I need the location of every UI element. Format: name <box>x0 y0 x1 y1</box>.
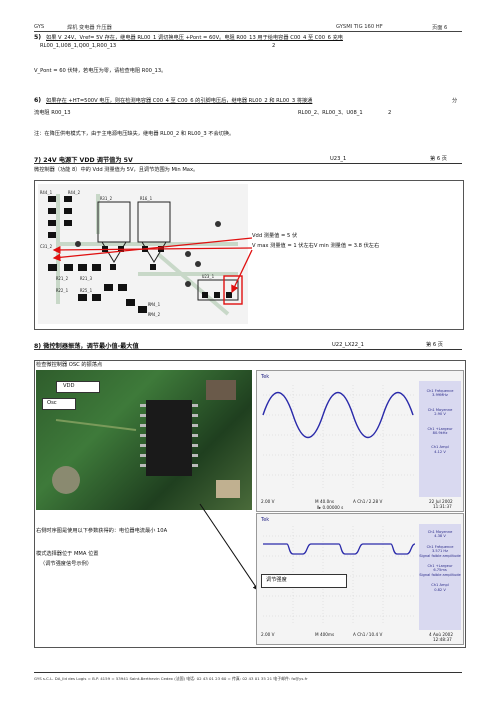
scope1-time: M 40.0ns <box>315 499 335 504</box>
pcb-label-rm4-1: RM4_1 <box>148 302 161 307</box>
header-left2: 焊机 变电器 升压器 <box>67 25 112 31</box>
scope2-m5: Ch1 +Largeur <box>427 564 453 569</box>
sec8-check: 检查微控制器 OSC 的振荡点 <box>36 362 103 368</box>
sec8-text3: （调节强度信号示例） <box>40 561 92 567</box>
scope2-m4: Signal faible amplitude <box>419 553 461 558</box>
vdd-label-box: VDD <box>56 381 100 393</box>
scope2-m9: 0.82 V <box>434 587 446 592</box>
sec6-line1: 如果存在 +HT=500V 电压，则在检测电容器 C00_4 至 C00_6 的… <box>46 98 313 104</box>
pcb-label-r16-1: R16_1 <box>140 196 153 201</box>
header-rule <box>34 31 462 32</box>
scope1-m5: 80.9kHz <box>432 431 448 436</box>
oscilloscope-2: Tek 调节强度 Ch1 Moyenne 4.38 V Ch1 Fréquenc… <box>256 513 464 645</box>
sec6-line2-left: 流电阻 R00_13 <box>34 110 71 116</box>
header-center: GYSMI TIG 160 HF <box>336 24 383 30</box>
vdd-label: VDD <box>63 383 75 389</box>
scope2-trig: A Ch1 ⁄ 10.4 V <box>353 632 383 637</box>
sec7-annotation-vdd: Vdd 测量值 = 5 伏 <box>252 233 298 239</box>
pcb-label-r44-2: R44_2 <box>68 190 81 195</box>
scope2-ch: 2.00 V <box>261 632 275 637</box>
sec8-rule <box>34 349 462 350</box>
scope2-measure-panel: Ch1 Moyenne 4.38 V Ch1 Fréquence 3.571 H… <box>419 524 461 630</box>
sec5-line1: 如果 V_24V、Vref= 5V 存在，继电器 RL00_1 调切换电压 +P… <box>46 35 343 41</box>
pcb-label-u23-1: U23_1 <box>202 274 215 279</box>
scope2-brand: Tek <box>260 517 269 523</box>
sec8-page: 第 6 页 <box>426 342 443 348</box>
header-right: 页面 6 <box>432 25 448 31</box>
sec7-page: 第 6 页 <box>430 156 447 162</box>
pcb-label-c31-2: C31_2 <box>40 244 53 249</box>
sec7-mid: U23_1 <box>330 156 347 162</box>
scope1-trig: A Ch1 ⁄ 2.28 V <box>353 499 383 504</box>
scope1-m0: Ch1 Fréquence <box>426 389 454 393</box>
sec6-note: 注：在降压供电模式下，由于主电源电压缺失，继电器 RL00_2 和 RL00_3… <box>34 131 235 137</box>
adjust-strength-box: 调节强度 <box>261 574 347 588</box>
sec6-line2-num: 2 <box>388 110 392 116</box>
scope2-m8: Ch1 Ampl <box>431 583 449 588</box>
sec5-line3: V_Pont = 60 伏特，若电压为零，请检查电阻 R00_13。 <box>34 68 167 74</box>
pcb-label-r21-3: R21_3 <box>80 276 93 281</box>
scope1-date: 22 Jul 2002 <box>429 499 453 504</box>
scope1-measure-panel: Ch1 Fréquence 3.99MHz Ch1 Moyenne 2.90 V… <box>419 381 461 497</box>
scope2-time: M 400ms <box>315 632 335 637</box>
scope1-ch: 2.00 V <box>261 499 275 504</box>
sec6-line1-right: 分 <box>452 98 458 104</box>
sec5-number: 5) <box>34 34 42 41</box>
scope2-m1: 4.38 V <box>434 534 446 539</box>
sec8-mid: U22_LX22_1 <box>332 342 364 348</box>
scope1-m3: 2.90 V <box>434 412 446 417</box>
pcb-label-r22-1: R22_1 <box>56 288 69 293</box>
scope1-clock: 11:31:37 <box>433 504 452 509</box>
footer-text: GYS s.C.L. DA_lld des Logis = B.P. 4159 … <box>34 676 308 681</box>
scope2-m7: Signal faible amplitude <box>419 572 461 577</box>
pcb-layout-image: R31_2 R16_1 R21_2 R21_3 R22_1 R25_1 U23_… <box>38 184 248 324</box>
scope1-m7: 4.12 V <box>434 449 446 454</box>
scope2-m2: Ch1 Fréquence <box>426 544 454 549</box>
scope2-m0: Ch1 Moyenne <box>427 530 453 534</box>
scope1-m1: 3.99MHz <box>432 393 448 398</box>
scope1-m6: Ch1 Ampl <box>431 445 449 450</box>
scope1-m2: Ch1 Moyenne <box>427 407 453 412</box>
sec7-desc: 微控制器（功能 8）中的 Vdd 测量值为 5V，且调节范围为 Min Max。 <box>34 167 199 173</box>
pcb-label-r21-2: R21_2 <box>56 276 69 281</box>
sec8-text1: 右侧时序图是使用以下参数获得的：电位器电流最小 10A <box>36 528 168 534</box>
sec7-title: 7) 24V 电源下 VDD 调节值为 5V <box>34 157 133 164</box>
scope2-m3: 3.571 Hz <box>431 549 449 554</box>
sec8-text2: 模式选择器位于 MMA 位置 <box>36 551 99 557</box>
scope1-brand: Tek <box>260 374 269 380</box>
sec7-annotation-vrange: V max 测量值 = 1 伏左右V min 测量值 = 3.8 伏左右 <box>252 243 380 249</box>
scope2-date: 4 Aoû 2002 <box>429 632 453 637</box>
sec8-title: 8) 微控制器振荡，调节最小值-最大值 <box>34 343 139 350</box>
sec8-arrow <box>199 503 259 591</box>
osc-label: Osc <box>47 400 57 406</box>
pcb-label-rm4-2: RM4_2 <box>148 312 161 317</box>
scope2-clock: 12:48:37 <box>433 637 452 642</box>
pcb-label-r25-1: R25_1 <box>80 288 93 293</box>
scope1-m4: Ch1 +Largeur <box>427 426 453 431</box>
header-left: GYS <box>34 24 45 30</box>
sec5-line2: RL00_1,U08_1,Q00_1,R00_13 <box>40 43 117 49</box>
pcb-label-r31-2: R31_2 <box>100 196 113 201</box>
sec8-figure-frame <box>34 360 466 648</box>
sec6-number: 6) <box>34 97 42 104</box>
sec6-line2-mid: RL00_2、RL00_3、U08_1 <box>298 110 363 116</box>
oscilloscope-1: Tek Ch1 Fréquence 3.99MHz Ch1 Moyenne 2.… <box>256 370 464 512</box>
osc-label-box: Osc <box>42 398 76 410</box>
sec7-rule <box>34 163 462 164</box>
scope2-m6: 6.75ms <box>433 568 447 573</box>
scope1-pos: Ⅱ▸ 0.00000 s <box>317 505 344 510</box>
footer-rule <box>34 672 462 673</box>
adjust-strength-label: 调节强度 <box>266 577 287 583</box>
sec5-line2-num: 2 <box>272 43 276 49</box>
pcb-photo <box>36 370 252 510</box>
pcb-label-r44-1: R44_1 <box>40 190 53 195</box>
annotation-arrows <box>52 237 253 294</box>
